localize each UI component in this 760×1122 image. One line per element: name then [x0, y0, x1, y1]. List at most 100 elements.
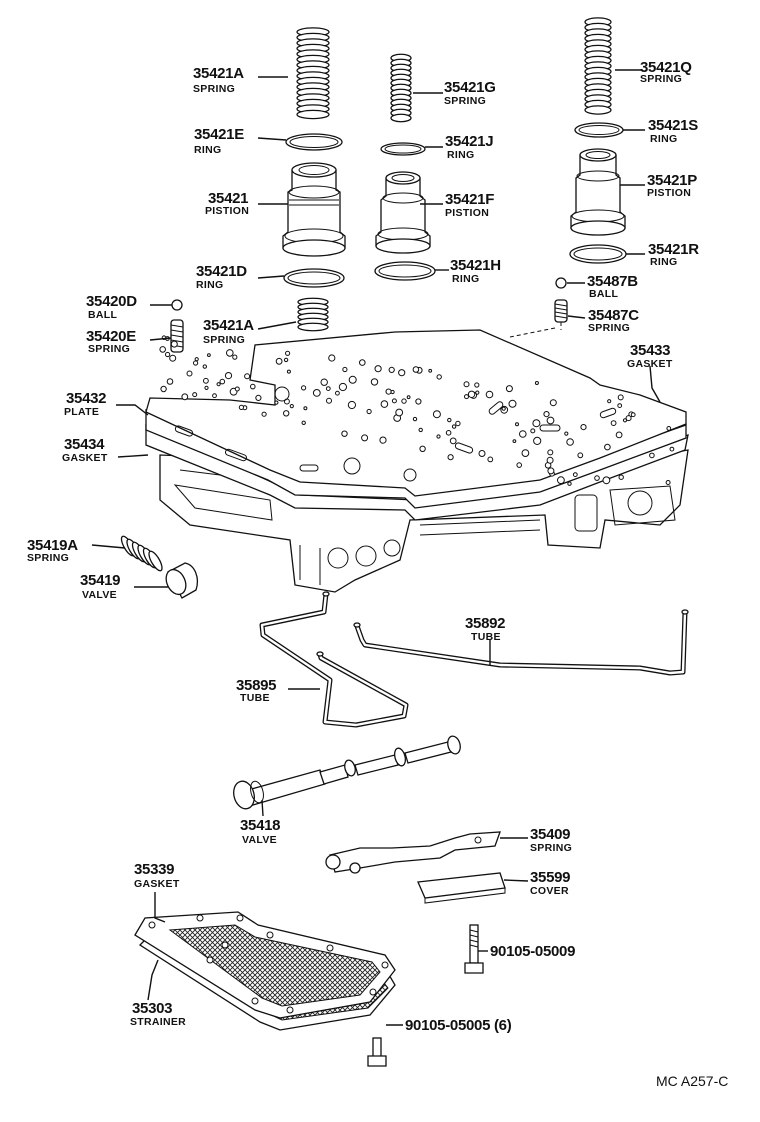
svg-text:35433: 35433 — [630, 342, 670, 359]
svg-text:35421H: 35421H — [450, 257, 501, 274]
svg-text:35421G: 35421G — [444, 79, 496, 96]
callout-35432: 35432 PLATE — [64, 390, 107, 418]
callout-35409: 35409 SPRING — [530, 826, 572, 854]
ring-35421r-drawing — [569, 244, 627, 264]
tube-35895-drawing — [259, 591, 409, 728]
svg-text:35420D: 35420D — [86, 293, 137, 310]
svg-text:RING: RING — [650, 256, 677, 268]
svg-text:SPRING: SPRING — [640, 73, 682, 85]
piston-35421f-drawing — [375, 171, 431, 254]
callout-35420d: 35420D BALL — [86, 293, 138, 321]
svg-text:SPRING: SPRING — [444, 95, 486, 107]
svg-text:35418: 35418 — [240, 817, 280, 834]
svg-text:SPRING: SPRING — [203, 334, 245, 346]
callout-35895: 35895 TUBE — [236, 677, 277, 704]
callout-35419a: 35419A SPRING — [27, 537, 79, 564]
callout-90105-05005: 90105-05005 (6) — [405, 1017, 512, 1034]
svg-text:RING: RING — [452, 273, 479, 285]
svg-text:PISTION: PISTION — [647, 187, 691, 199]
svg-text:PLATE: PLATE — [64, 406, 99, 418]
svg-text:GASKET: GASKET — [134, 878, 180, 890]
spring-35421q-drawing — [584, 17, 612, 115]
svg-text:RING: RING — [194, 144, 221, 156]
leader-lines — [91, 69, 661, 1026]
spring-35487c-drawing — [509, 299, 568, 338]
callout-35433: 35433 GASKET — [627, 342, 673, 370]
callout-90105-05009: 90105-05009 — [490, 943, 575, 960]
svg-text:SPRING: SPRING — [88, 343, 130, 355]
callout-35418: 35418 VALVE — [240, 817, 281, 846]
svg-text:RING: RING — [447, 149, 474, 161]
callout-35421a: 35421A SPRING — [193, 65, 245, 95]
ring-35421d-drawing — [283, 268, 345, 288]
callout-35434: 35434 GASKET — [62, 436, 108, 464]
spring-35421g-drawing — [390, 53, 412, 123]
ball-35420d-drawing — [171, 299, 183, 311]
callout-35421d: 35421D RING — [196, 263, 248, 291]
svg-text:35421: 35421 — [208, 190, 248, 207]
callout-35420e: 35420E SPRING — [86, 328, 137, 355]
svg-text:35421E: 35421E — [194, 126, 244, 143]
callout-35339: 35339 GASKET — [134, 861, 180, 890]
valve-35418-drawing — [233, 735, 461, 810]
svg-text:90105-05005 (6): 90105-05005 (6) — [405, 1017, 512, 1034]
svg-text:SPRING: SPRING — [193, 83, 235, 95]
svg-text:BALL: BALL — [589, 288, 618, 300]
svg-text:35409: 35409 — [530, 826, 570, 843]
callout-35421a-lower: 35421A SPRING — [203, 317, 255, 346]
figure-code: MC A257-C — [656, 1073, 728, 1089]
valve-body-drawing — [145, 329, 689, 593]
bolt-90105-05005-drawing — [367, 1037, 387, 1067]
ring-35421j-drawing — [380, 142, 426, 156]
svg-text:SPRING: SPRING — [530, 842, 572, 854]
svg-text:35432: 35432 — [66, 390, 106, 407]
svg-text:35421P: 35421P — [647, 172, 697, 189]
svg-text:35421Q: 35421Q — [640, 59, 692, 76]
cover-35599-drawing — [417, 872, 506, 904]
callout-35421q: 35421Q SPRING — [640, 59, 693, 85]
spring-35421a-lower-drawing — [297, 297, 329, 332]
svg-text:35339: 35339 — [134, 861, 174, 878]
svg-text:35892: 35892 — [465, 615, 505, 632]
svg-text:BALL: BALL — [88, 309, 117, 321]
svg-text:35421A: 35421A — [193, 65, 244, 82]
svg-text:35421J: 35421J — [445, 133, 493, 150]
ball-35487b-drawing — [555, 277, 567, 289]
svg-text:35599: 35599 — [530, 869, 570, 886]
svg-text:STRAINER: STRAINER — [130, 1016, 186, 1028]
callout-35487b: 35487B BALL — [587, 273, 639, 300]
svg-text:RING: RING — [650, 133, 677, 145]
svg-text:35303: 35303 — [132, 1000, 172, 1017]
svg-text:TUBE: TUBE — [240, 692, 270, 704]
callout-35419: 35419 VALVE — [80, 572, 121, 601]
spring-35409-drawing — [325, 831, 501, 874]
svg-text:35419A: 35419A — [27, 537, 78, 554]
svg-text:35419: 35419 — [80, 572, 120, 589]
callout-35421j: 35421J RING — [445, 133, 494, 161]
ring-35421h-drawing — [374, 261, 436, 281]
gasket-35339-drawing — [134, 911, 396, 1019]
svg-text:GASKET: GASKET — [627, 358, 673, 370]
tube-35892-drawing — [353, 609, 689, 676]
svg-text:35434: 35434 — [64, 436, 105, 453]
bolt-90105-05009-drawing — [464, 924, 484, 974]
svg-text:SPRING: SPRING — [588, 322, 630, 334]
callout-35421: 35421 PISTION — [205, 190, 249, 217]
ring-35421e-drawing — [285, 133, 343, 151]
callout-35303: 35303 STRAINER — [130, 1000, 186, 1028]
svg-text:PISTION: PISTION — [205, 205, 249, 217]
svg-text:35487C: 35487C — [588, 307, 639, 324]
ring-35421s-drawing — [574, 122, 624, 138]
piston-35421p-drawing — [570, 148, 626, 236]
svg-text:PISTION: PISTION — [445, 207, 489, 219]
svg-text:COVER: COVER — [530, 885, 569, 897]
spring-35421a-drawing — [296, 27, 330, 120]
svg-text:VALVE: VALVE — [242, 834, 277, 846]
callout-35421e: 35421E RING — [194, 126, 245, 156]
svg-text:VALVE: VALVE — [82, 589, 117, 601]
svg-text:35421F: 35421F — [445, 191, 494, 208]
svg-text:TUBE: TUBE — [471, 631, 501, 643]
spring-35419a-drawing — [120, 535, 163, 572]
svg-text:35487B: 35487B — [587, 273, 638, 290]
